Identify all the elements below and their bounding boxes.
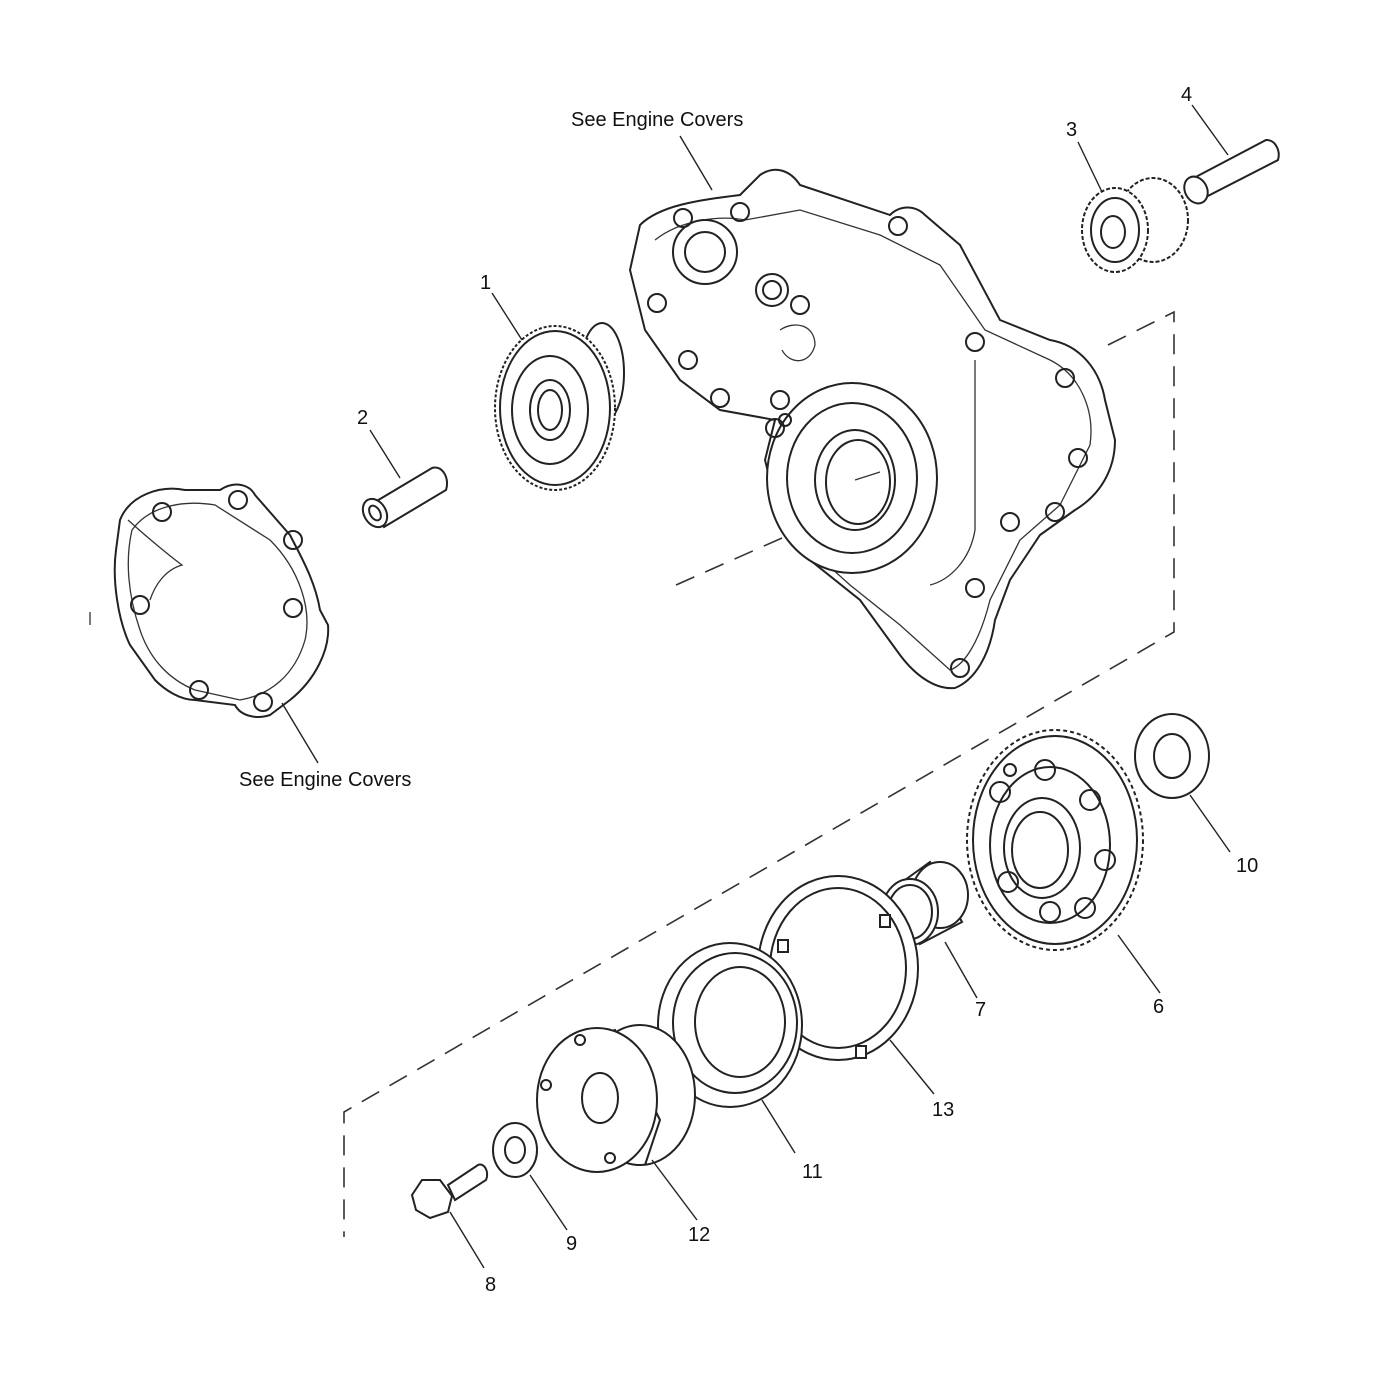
callout-3: 3	[1066, 119, 1078, 141]
callout-11: 11	[802, 1161, 823, 1183]
callout-6: 6	[1153, 996, 1165, 1018]
engine-cover-left	[89, 483, 330, 718]
engine-cover-main	[628, 168, 1117, 690]
part-12-clutch-hub	[536, 1024, 696, 1173]
see-engine-covers-top-label: See Engine Covers	[571, 109, 744, 131]
see-engine-covers-left-label: See Engine Covers	[239, 769, 412, 791]
part-3-double-gear	[1081, 177, 1189, 273]
part-6-clutch-gear	[966, 729, 1144, 951]
part-1-idler-gear	[494, 322, 625, 491]
callout-4: 4	[1181, 84, 1193, 106]
part-11-ring	[657, 942, 803, 1108]
part-4-pin	[1183, 138, 1280, 205]
callout-9: 9	[566, 1233, 578, 1255]
callout-1: 1	[480, 272, 492, 294]
callout-8: 8	[485, 1274, 497, 1296]
callout-12: 12	[688, 1224, 711, 1246]
callout-2: 2	[357, 407, 369, 429]
callout-10: 10	[1236, 855, 1259, 877]
assembly-dashed-outline	[343, 310, 1175, 1237]
part-10-washer	[1134, 713, 1210, 799]
part-9-washer	[492, 1122, 538, 1178]
callout-7: 7	[975, 999, 987, 1021]
callout-13: 13	[932, 1099, 955, 1121]
part-2-pin	[361, 466, 449, 529]
leader-lines	[281, 104, 1231, 1269]
part-7-bearing	[881, 860, 969, 946]
part-8-bolt	[410, 1163, 489, 1220]
